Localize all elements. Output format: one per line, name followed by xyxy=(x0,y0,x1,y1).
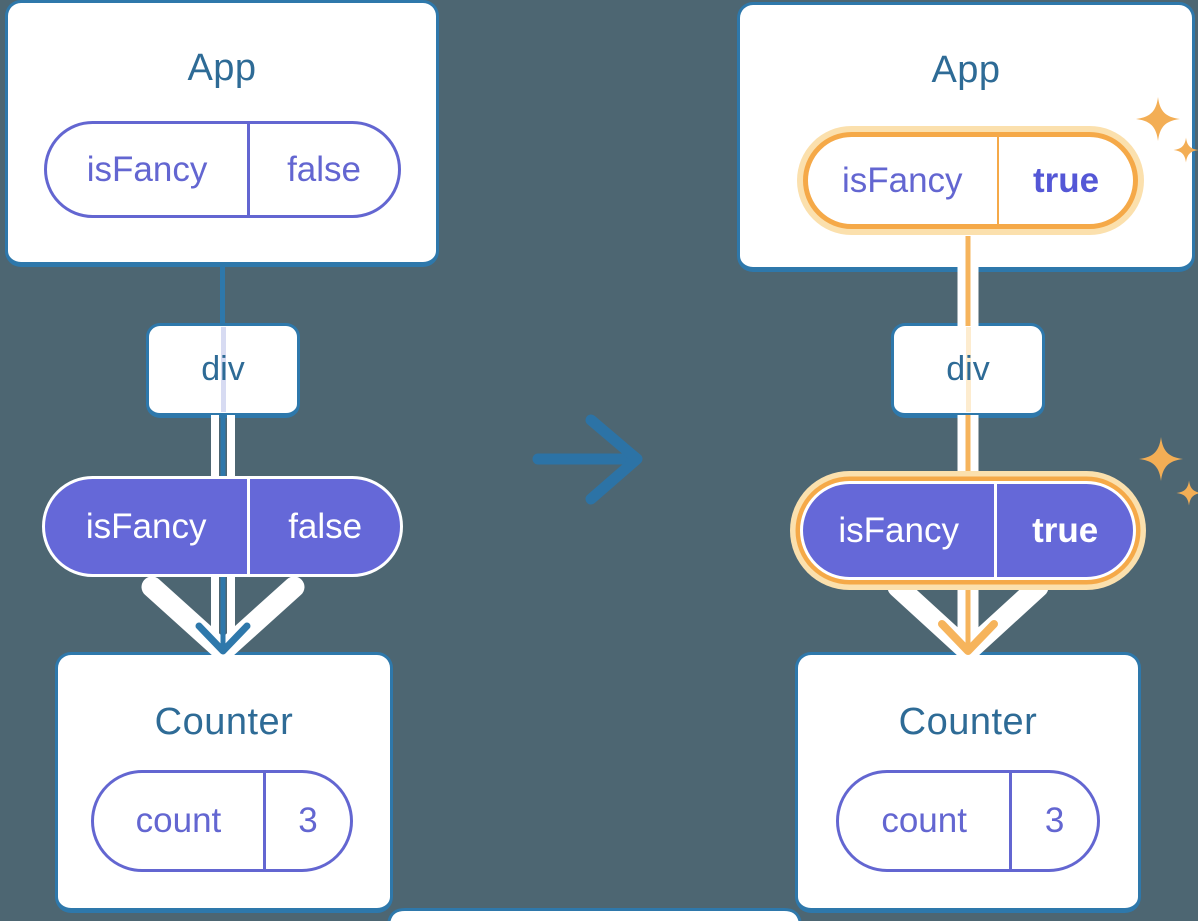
arrowhead-icon xyxy=(195,622,251,655)
before-counter-title: Counter xyxy=(154,701,294,743)
prop-flow-line-through-div xyxy=(220,327,226,412)
pill-divider xyxy=(996,137,999,224)
floor-strip-fill xyxy=(389,909,800,921)
floor-strip-edge xyxy=(387,908,802,921)
before-div-label: div xyxy=(201,350,245,388)
sparkle-icon xyxy=(1173,137,1198,163)
after-counter-title: Counter xyxy=(898,701,1038,743)
prop-name: isFancy xyxy=(85,506,207,546)
sparkle-icon xyxy=(1176,480,1198,506)
prop-name: isFancy xyxy=(86,149,208,189)
after-app-to-div-line xyxy=(957,236,979,326)
pill-divider xyxy=(247,124,251,215)
before-app-card: App isFancy false xyxy=(5,0,439,267)
after-div-label: div xyxy=(946,350,990,388)
sparkle-icons-app xyxy=(1136,97,1198,163)
after-passed-prop-pill: isFancy true xyxy=(800,481,1136,580)
pill-divider xyxy=(994,484,998,577)
after-counter-card: Counter count 3 xyxy=(795,652,1141,913)
after-prop-to-counter-arrow xyxy=(887,576,1049,662)
sparkle-icon xyxy=(1139,437,1183,481)
pill-divider xyxy=(262,773,266,869)
transition-arrow-icon xyxy=(532,414,643,505)
state-name: count xyxy=(135,801,222,840)
sparkle-icons-prop xyxy=(1139,437,1198,506)
prop-value: true xyxy=(1032,510,1099,550)
after-app-card: App isFancy true xyxy=(737,2,1195,272)
state-name: count xyxy=(881,801,967,840)
state-value: 3 xyxy=(298,801,318,840)
state-value: 3 xyxy=(1044,801,1065,840)
before-passed-prop-pill: isFancy false xyxy=(42,476,403,577)
prop-value: true xyxy=(1032,160,1100,200)
after-app-prop-pill: isFancy true xyxy=(803,132,1138,229)
prop-name: isFancy xyxy=(838,510,959,550)
pill-divider xyxy=(247,479,251,574)
pill-divider xyxy=(1009,773,1013,869)
after-div-to-prop-line xyxy=(957,415,979,486)
after-app-title: App xyxy=(931,49,1001,91)
before-div-card: div xyxy=(146,323,300,418)
before-prop-to-counter-arrow xyxy=(141,574,305,662)
sparkle-icon xyxy=(1136,97,1180,141)
prop-value: false xyxy=(287,149,361,189)
before-counter-state-pill: count 3 xyxy=(91,770,353,872)
before-counter-card: Counter count 3 xyxy=(55,652,393,913)
after-counter-state-pill: count 3 xyxy=(836,770,1100,872)
prop-name: isFancy xyxy=(841,160,963,200)
arrowhead-icon xyxy=(938,620,998,655)
before-app-prop-pill: isFancy false xyxy=(44,121,401,218)
before-app-title: App xyxy=(187,47,257,89)
after-div-card: div xyxy=(891,323,1045,418)
before-div-to-prop-line xyxy=(211,415,235,478)
prop-value: false xyxy=(288,506,363,546)
prop-flow-line-through-div xyxy=(965,327,971,412)
